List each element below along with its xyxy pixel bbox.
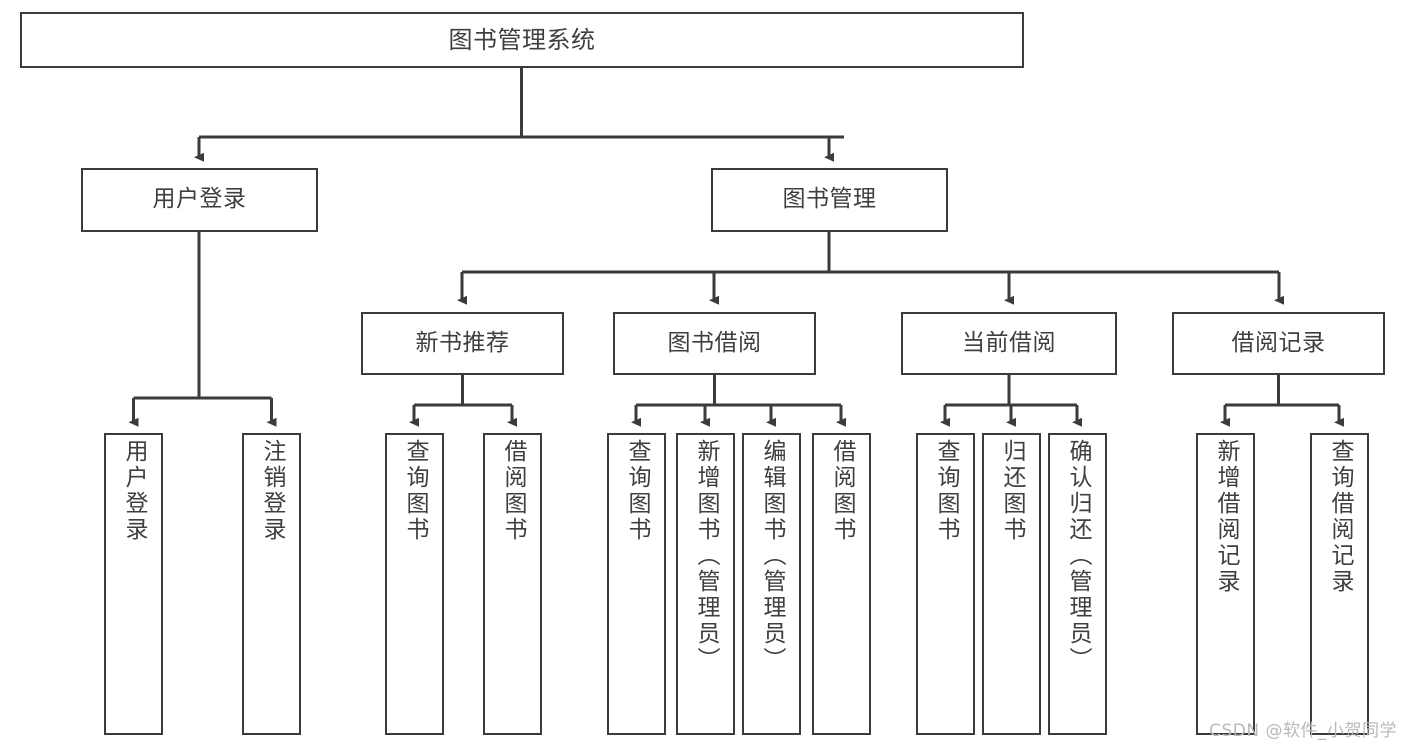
- node-book-borrowing[interactable]: 图书借阅: [613, 312, 816, 375]
- watermark-text: CSDN @软件_小贺同学: [1209, 721, 1397, 741]
- node-label: 归还图书: [999, 439, 1025, 543]
- node-label: 新增图书（管理员）: [693, 439, 719, 673]
- leaf-new-books-borrow[interactable]: 借阅图书: [483, 433, 542, 735]
- node-label: 编辑图书（管理员）: [759, 439, 785, 673]
- node-label: 查询借阅记录: [1327, 439, 1353, 595]
- leaf-logout[interactable]: 注销登录: [242, 433, 301, 735]
- node-label: 查询图书: [402, 439, 428, 543]
- node-label: 注销登录: [259, 439, 285, 543]
- node-user-login[interactable]: 用户登录: [81, 168, 318, 232]
- node-label: 确认归还（管理员）: [1065, 439, 1091, 673]
- leaf-new-books-query[interactable]: 查询图书: [385, 433, 444, 735]
- node-label: 当前借阅: [962, 329, 1056, 356]
- node-label: 图书借阅: [667, 329, 762, 356]
- leaf-current-confirm-return[interactable]: 确认归还（管理员）: [1048, 433, 1107, 735]
- node-new-book-recommendation[interactable]: 新书推荐: [361, 312, 564, 375]
- node-label: 查询图书: [624, 439, 650, 543]
- leaf-current-query-book[interactable]: 查询图书: [916, 433, 975, 735]
- node-root-system[interactable]: 图书管理系统: [20, 12, 1024, 68]
- node-label: 用户登录: [152, 186, 247, 213]
- node-label: 借阅图书: [500, 439, 526, 543]
- node-label: 借阅记录: [1231, 329, 1326, 356]
- leaf-current-return-book[interactable]: 归还图书: [982, 433, 1041, 735]
- leaf-borrow-borrow-book[interactable]: 借阅图书: [812, 433, 871, 735]
- leaf-borrow-query-book[interactable]: 查询图书: [607, 433, 666, 735]
- node-current-borrowing[interactable]: 当前借阅: [901, 312, 1117, 375]
- leaf-record-query[interactable]: 查询借阅记录: [1310, 433, 1369, 735]
- leaf-record-add[interactable]: 新增借阅记录: [1196, 433, 1255, 735]
- node-label: 图书管理系统: [448, 25, 596, 54]
- node-borrow-records[interactable]: 借阅记录: [1172, 312, 1385, 375]
- node-label: 查询图书: [933, 439, 959, 543]
- node-label: 借阅图书: [829, 439, 855, 543]
- leaf-borrow-edit-book[interactable]: 编辑图书（管理员）: [742, 433, 801, 735]
- node-book-management[interactable]: 图书管理: [711, 168, 948, 232]
- node-label: 用户登录: [121, 439, 147, 543]
- leaf-borrow-add-book[interactable]: 新增图书（管理员）: [676, 433, 735, 735]
- leaf-user-login[interactable]: 用户登录: [104, 433, 163, 735]
- node-label: 图书管理: [782, 186, 877, 213]
- node-label: 新增借阅记录: [1213, 439, 1239, 595]
- node-label: 新书推荐: [415, 329, 510, 356]
